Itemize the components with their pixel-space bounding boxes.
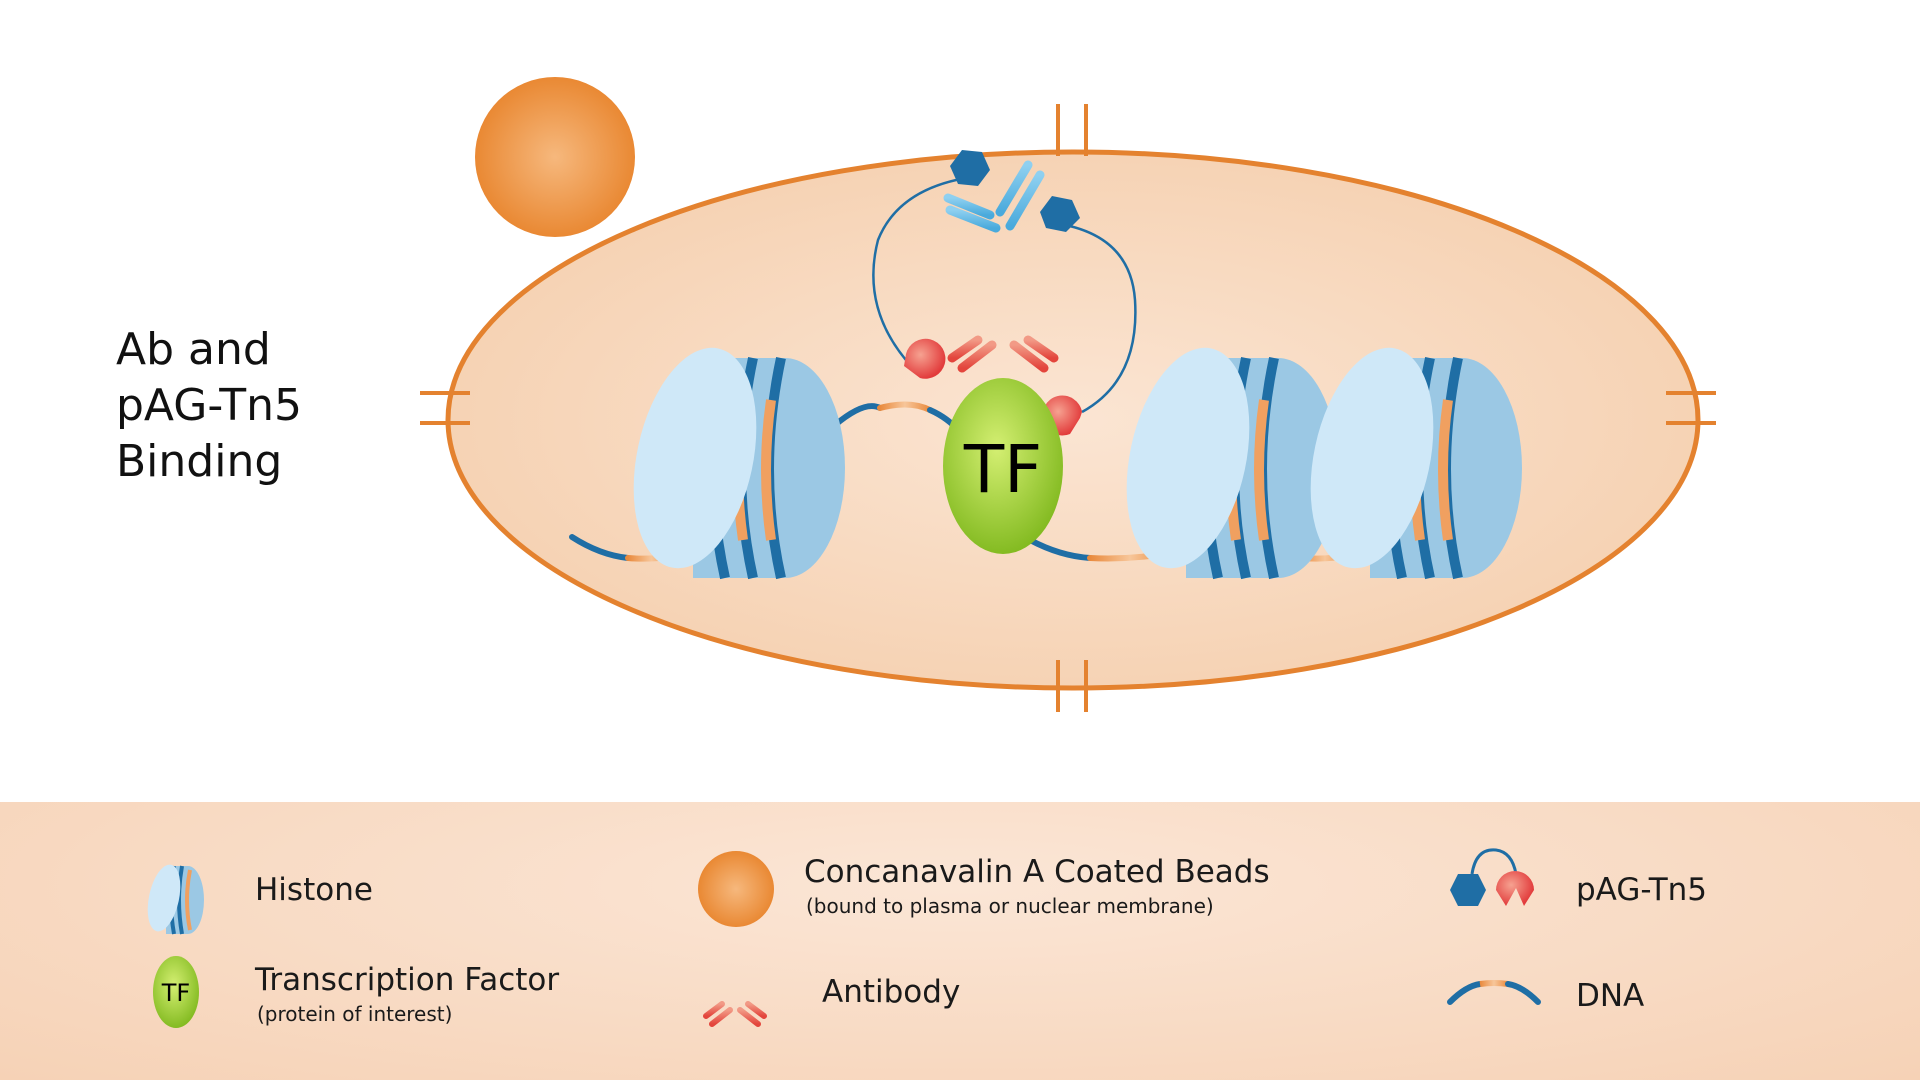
step-title-line-1: Ab and <box>116 324 271 375</box>
legend-beads-label: Concanavalin A Coated Beads <box>804 854 1270 890</box>
histone-icon <box>147 864 204 935</box>
legend-dna-label: DNA <box>1576 978 1645 1014</box>
tf-icon-text: TF <box>161 979 190 1007</box>
legend-pag-label: pAG-Tn5 <box>1576 872 1708 908</box>
antibody-icon <box>703 961 767 1027</box>
legend-antibody-label: Antibody <box>822 974 961 1010</box>
concanavalin-bead <box>475 77 635 237</box>
membrane-pore-bottom <box>1056 660 1088 712</box>
legend-histone-label: Histone <box>255 872 373 908</box>
histone-3 <box>1310 347 1522 580</box>
dna-icon <box>1447 980 1541 1005</box>
membrane-pore-right <box>1666 391 1716 425</box>
cut-and-tag-diagram: TF <box>420 77 1716 712</box>
step-title: Ab and pAG-Tn5 Binding <box>116 322 302 490</box>
pag-tn5-icon <box>1450 848 1534 906</box>
primary-antibody <box>947 273 1059 373</box>
membrane-pore-left <box>420 391 470 425</box>
protein-ag-hexagon-2 <box>1040 196 1080 232</box>
membrane-pore-top <box>1056 104 1088 156</box>
secondary-antibody <box>943 160 1045 267</box>
step-title-line-2: pAG-Tn5 <box>116 380 302 431</box>
transcription-factor: TF <box>943 378 1063 554</box>
bead-icon <box>698 851 774 927</box>
protein-ag-hexagon-1 <box>950 150 990 186</box>
tf-label: TF <box>963 431 1042 508</box>
step-title-line-3: Binding <box>116 436 283 487</box>
histone-2 <box>1126 347 1338 580</box>
legend-tf-label: Transcription Factor <box>255 962 560 998</box>
tn5-1 <box>904 338 946 379</box>
legend-tf-sub: (protein of interest) <box>257 1002 453 1026</box>
legend: Histone TF Transcription Factor (protein… <box>0 802 1920 1080</box>
legend-beads-sub: (bound to plasma or nuclear membrane) <box>806 894 1214 918</box>
histone-1 <box>633 347 845 580</box>
pag-tn5-linker <box>872 174 1137 414</box>
tf-icon: TF <box>153 956 199 1028</box>
